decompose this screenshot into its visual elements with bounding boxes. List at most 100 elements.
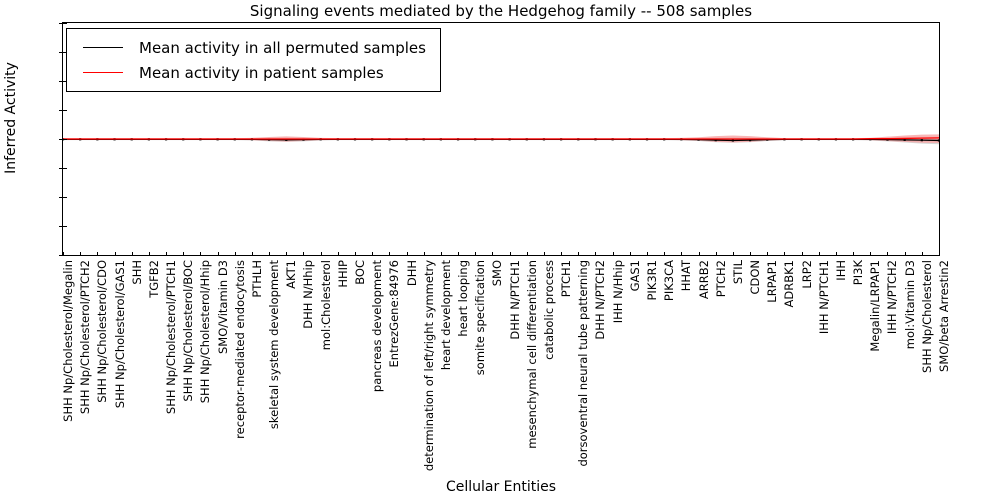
x-tick-mark bbox=[732, 252, 734, 256]
legend-line-icon bbox=[83, 47, 123, 48]
y-tick-mark bbox=[63, 255, 67, 256]
legend-entry: Mean activity in patient samples bbox=[75, 60, 426, 85]
x-tick-label: TGFB2 bbox=[146, 260, 161, 298]
x-tick-mark bbox=[818, 252, 820, 256]
x-tick-mark bbox=[269, 252, 271, 256]
x-tick-label: SHH Np/Cholesterol/Megalin bbox=[61, 260, 75, 422]
x-tick-label: DHH N/PTCH2 bbox=[593, 260, 608, 340]
x-tick-mark bbox=[389, 252, 391, 256]
x-tick-mark bbox=[355, 252, 356, 256]
x-tick-label: SMO/beta Arrestin2 bbox=[937, 260, 951, 372]
x-tick-label: catabolic process bbox=[541, 260, 556, 360]
x-tick-label: Megalin/LRPAP1 bbox=[868, 260, 883, 352]
series-marker bbox=[937, 139, 939, 142]
x-tick-mark bbox=[835, 252, 837, 256]
x-tick-label: SMO/Vitamin D3 bbox=[215, 260, 230, 355]
x-tick-label: SHH Np/Cholesterol bbox=[919, 260, 934, 373]
x-tick-mark bbox=[97, 252, 99, 256]
x-tick-mark bbox=[853, 252, 855, 256]
x-tick-mark bbox=[217, 252, 219, 256]
x-tick-label: SHH Np/Cholesterol/Hhip bbox=[198, 260, 213, 404]
x-tick-label: IHH bbox=[833, 260, 848, 281]
x-tick-mark bbox=[492, 252, 494, 256]
x-tick-label: PIK3CA bbox=[662, 260, 677, 302]
x-tick-mark bbox=[372, 252, 374, 256]
x-tick-mark bbox=[767, 252, 769, 256]
y-tick-mark-outer bbox=[59, 226, 63, 227]
y-tick-mark bbox=[63, 168, 67, 169]
y-tick-mark-outer bbox=[59, 52, 63, 53]
series-marker bbox=[748, 139, 752, 142]
x-tick-label: AKT1 bbox=[284, 260, 299, 289]
legend-line-icon bbox=[83, 72, 123, 73]
x-tick-label: SHH Np/Cholesterol/PTCH1 bbox=[164, 260, 179, 415]
x-tick-mark bbox=[629, 252, 631, 256]
chart-title: Signaling events mediated by the Hedgeho… bbox=[249, 2, 753, 20]
x-tick-mark bbox=[561, 252, 563, 256]
y-tick-mark-outer bbox=[59, 255, 63, 256]
x-tick-mark bbox=[440, 252, 442, 256]
x-axis-label: Cellular Entities bbox=[445, 479, 557, 495]
x-tick-mark bbox=[337, 252, 339, 256]
x-tick-mark bbox=[715, 252, 717, 256]
x-tick-label: ARRB2 bbox=[696, 260, 711, 300]
x-tick-label: STIL bbox=[730, 260, 745, 285]
x-tick-label: GAS1 bbox=[627, 260, 642, 292]
x-tick-mark bbox=[647, 252, 648, 256]
x-tick-mark bbox=[904, 252, 906, 256]
series-marker bbox=[920, 139, 923, 142]
x-tick-mark bbox=[475, 252, 477, 256]
x-tick-label: skeletal system development bbox=[267, 260, 282, 430]
x-tick-label: IHH N/PTCH2 bbox=[885, 260, 900, 335]
x-tick-mark bbox=[131, 252, 133, 256]
x-tick-mark bbox=[664, 252, 666, 256]
x-tick-label: heart development bbox=[438, 260, 453, 371]
legend-entry: Mean activity in all permuted samples bbox=[75, 35, 426, 60]
x-tick-mark bbox=[681, 252, 683, 256]
x-tick-label: SHH Np/Cholesterol/CDO bbox=[95, 260, 110, 403]
x-tick-mark bbox=[750, 252, 752, 256]
x-tick-label: PTCH1 bbox=[559, 260, 574, 298]
x-tick-mark bbox=[870, 252, 872, 256]
x-tick-label: CDON bbox=[748, 260, 763, 295]
x-tick-mark bbox=[406, 252, 408, 256]
x-tick-label: mesenchymal cell differentiation bbox=[524, 260, 539, 449]
y-tick-mark-outer bbox=[59, 81, 63, 82]
x-tick-mark bbox=[183, 252, 185, 256]
x-tick-mark bbox=[166, 252, 168, 256]
x-tick-mark bbox=[578, 252, 580, 256]
x-tick-mark bbox=[595, 252, 597, 256]
x-tick-mark bbox=[200, 252, 202, 256]
x-tick-label: ADRBK1 bbox=[782, 260, 797, 308]
y-tick-mark-outer bbox=[59, 110, 63, 111]
x-tick-label: IHH N/PTCH1 bbox=[816, 260, 831, 335]
x-tick-label: LRP2 bbox=[799, 260, 814, 289]
y-tick-mark bbox=[63, 52, 67, 53]
x-tick-label: DHH N/PTCH1 bbox=[507, 260, 522, 340]
x-tick-mark bbox=[698, 252, 700, 256]
y-tick-mark bbox=[63, 226, 67, 227]
y-tick-mark bbox=[63, 81, 67, 82]
x-tick-mark bbox=[784, 252, 786, 256]
x-tick-label: SHH Np/Cholesterol/BOC bbox=[181, 260, 196, 402]
x-tick-mark bbox=[458, 252, 460, 256]
x-tick-label: EntrezGene:84976 bbox=[387, 260, 402, 368]
x-tick-label: heart looping bbox=[456, 260, 471, 337]
x-tick-label: SMO bbox=[490, 260, 505, 287]
x-tick-label: PTCH2 bbox=[713, 260, 728, 298]
x-tick-label: mol:Cholesterol bbox=[318, 260, 333, 351]
y-axis-label: Inferred Activity bbox=[3, 62, 19, 174]
series-marker bbox=[731, 139, 734, 142]
x-tick-mark bbox=[887, 252, 889, 256]
x-tick-label: BOC bbox=[353, 260, 367, 285]
x-tick-mark bbox=[509, 252, 511, 256]
y-tick-mark-outer bbox=[59, 139, 63, 140]
plot-canvas bbox=[63, 134, 939, 145]
x-tick-mark bbox=[612, 252, 614, 256]
x-tick-label: pancreas development bbox=[370, 260, 385, 393]
y-tick-mark-outer bbox=[59, 197, 63, 198]
x-tick-label: PI3K bbox=[851, 260, 866, 286]
x-tick-mark bbox=[251, 252, 253, 256]
x-tick-mark bbox=[114, 252, 116, 256]
